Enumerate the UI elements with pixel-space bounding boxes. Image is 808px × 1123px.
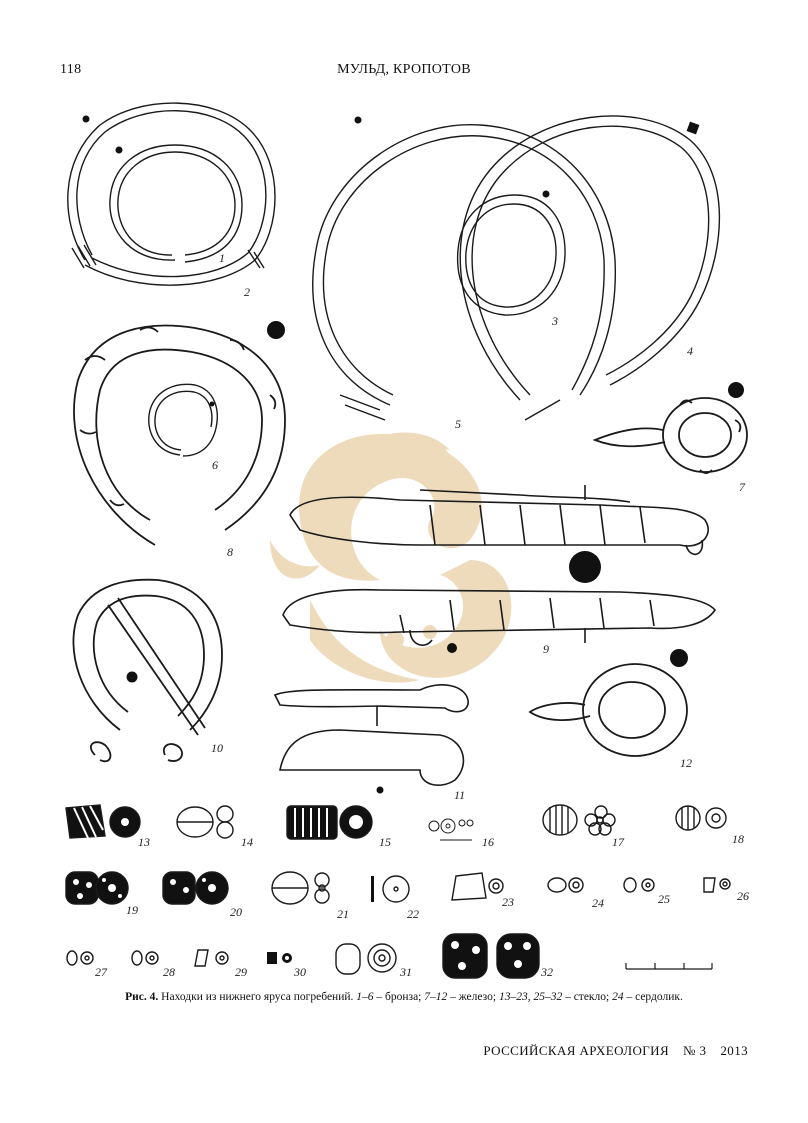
- fig-num-3: 3: [551, 314, 558, 328]
- fig-num-28: 28: [163, 965, 175, 979]
- fig-num-13: 13: [138, 835, 150, 849]
- page-number: 118: [60, 62, 82, 77]
- bead-16: [428, 818, 474, 841]
- fig-num-18: 18: [732, 832, 744, 846]
- journal-footer: РОССИЙСКАЯ АРХЕОЛОГИЯ № 3 2013: [483, 1043, 748, 1059]
- artifact-8-bracelet: [73, 321, 286, 546]
- fig-num-11: 11: [454, 788, 465, 802]
- fig-num-29: 29: [235, 965, 247, 979]
- journal-name: РОССИЙСКАЯ АРХЕОЛОГИЯ: [483, 1043, 670, 1058]
- fig-num-2: 2: [244, 285, 250, 299]
- fig-num-10: 10: [211, 741, 223, 755]
- bead-29: [194, 949, 229, 967]
- fig-num-26: 26: [737, 889, 749, 903]
- fig-num-25: 25: [658, 892, 670, 906]
- fig-num-21: 21: [337, 907, 349, 921]
- caption-range-bronze: 1–6: [356, 991, 374, 1003]
- fig-num-23: 23: [502, 895, 514, 909]
- bead-23: [451, 872, 504, 901]
- artifact-11-object: [273, 684, 469, 794]
- bead-32: [442, 933, 540, 979]
- artifact-7-buckle: [592, 382, 748, 474]
- artifact-6-ring: [148, 383, 218, 457]
- fig-num-9: 9: [543, 642, 549, 656]
- bead-14: [176, 805, 234, 839]
- fig-num-24: 24: [592, 896, 604, 910]
- bead-21: [271, 871, 330, 905]
- fig-num-6: 6: [212, 458, 218, 472]
- fig-num-31: 31: [399, 965, 412, 979]
- journal-year: 2013: [720, 1043, 748, 1058]
- caption-range-iron: 7–12: [424, 991, 448, 1003]
- caption-glass: – стекло;: [562, 991, 613, 1003]
- fig-num-5: 5: [455, 417, 461, 431]
- bead-28: [131, 950, 159, 966]
- artifact-12-ring: [528, 649, 688, 757]
- bead-19: [65, 871, 129, 905]
- fig-num-15: 15: [379, 835, 391, 849]
- bead-20: [162, 871, 229, 905]
- fig-num-20: 20: [230, 905, 242, 919]
- fig-num-12: 12: [680, 756, 692, 770]
- bead-13: [65, 804, 141, 839]
- artifact-4-torque: [459, 115, 721, 401]
- bead-18: [675, 805, 727, 831]
- journal-issue: № 3: [683, 1043, 707, 1058]
- artifact-9-fibula-top: [289, 485, 709, 556]
- caption-iron: – железо;: [447, 991, 499, 1003]
- bead-27: [66, 950, 94, 966]
- bead-31: [335, 943, 397, 975]
- fig-num-7: 7: [739, 480, 746, 494]
- fig-num-14: 14: [241, 835, 253, 849]
- scale-bar: [625, 963, 713, 970]
- artifact-2-neck-ring: [67, 102, 276, 286]
- fig-num-1: 1: [219, 251, 225, 265]
- fig-num-17: 17: [612, 835, 625, 849]
- artifact-10-brooch: [72, 578, 223, 763]
- artifact-1-ring: [109, 144, 243, 263]
- caption-range-carnelian: 24: [612, 991, 624, 1003]
- caption-bronze: – бронза;: [373, 991, 425, 1003]
- caption-label: Рис. 4.: [125, 991, 159, 1003]
- caption-intro: Находки из нижнего яруса погребений.: [158, 991, 357, 1003]
- artifact-9-fibula: [282, 551, 716, 653]
- fig-num-19: 19: [126, 903, 138, 917]
- caption-carnelian: – сердолик.: [623, 991, 683, 1003]
- watermark-logo: [270, 432, 512, 683]
- artifact-3-ring: [456, 190, 566, 316]
- figure-numbers: 1 2 3 4 5 6 7 8 9 10 11 12 13 14 15 16 1…: [95, 251, 749, 979]
- bead-25: [623, 877, 655, 893]
- fig-num-27: 27: [95, 965, 108, 979]
- bead-17: [542, 804, 616, 836]
- fig-num-22: 22: [407, 907, 419, 921]
- fig-num-32: 32: [540, 965, 553, 979]
- running-title: МУЛЬД, КРОПОТОВ: [337, 62, 471, 77]
- bead-26: [703, 877, 731, 893]
- fig-num-30: 30: [293, 965, 306, 979]
- bead-30: [267, 952, 292, 964]
- bead-15: [286, 805, 373, 840]
- fig-num-8: 8: [227, 545, 233, 559]
- artifact-5-torque: [312, 116, 617, 421]
- figure-caption: Рис. 4. Находки из нижнего яруса погребе…: [60, 991, 748, 1003]
- fig-num-16: 16: [482, 835, 494, 849]
- fig-num-4: 4: [687, 344, 693, 358]
- bead-22: [371, 875, 410, 903]
- caption-range-glass: 13–23, 25–32: [498, 991, 563, 1003]
- bead-24: [547, 877, 584, 893]
